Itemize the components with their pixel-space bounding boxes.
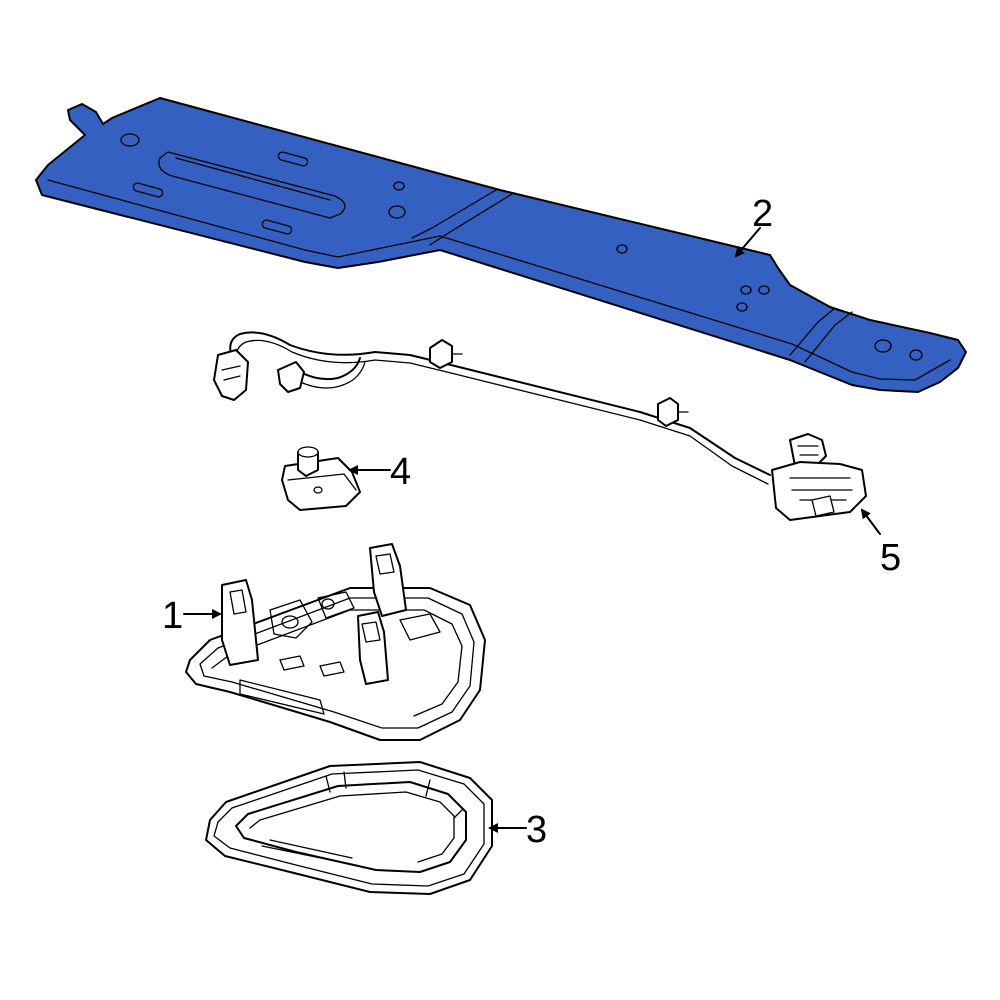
part-5-wiring-harness[interactable]	[213, 331, 867, 521]
callout-5-label: 5	[880, 537, 901, 579]
callout-3-label: 3	[526, 809, 547, 851]
callout-2-label: 2	[752, 193, 773, 235]
callout-2: 2	[734, 193, 773, 258]
callout-5: 5	[860, 508, 901, 579]
part-4-sensor[interactable]	[281, 446, 361, 511]
part-2-bracket[interactable]	[35, 97, 967, 393]
part-1-console-housing[interactable]	[185, 543, 486, 741]
part-3-bezel[interactable]	[205, 761, 493, 895]
callout-1: 1	[162, 595, 222, 637]
part-2-bracket-body	[35, 97, 967, 393]
callout-4-label: 4	[390, 451, 411, 493]
callout-1-label: 1	[162, 595, 183, 637]
callout-3: 3	[488, 809, 547, 851]
callout-4: 4	[348, 451, 411, 493]
